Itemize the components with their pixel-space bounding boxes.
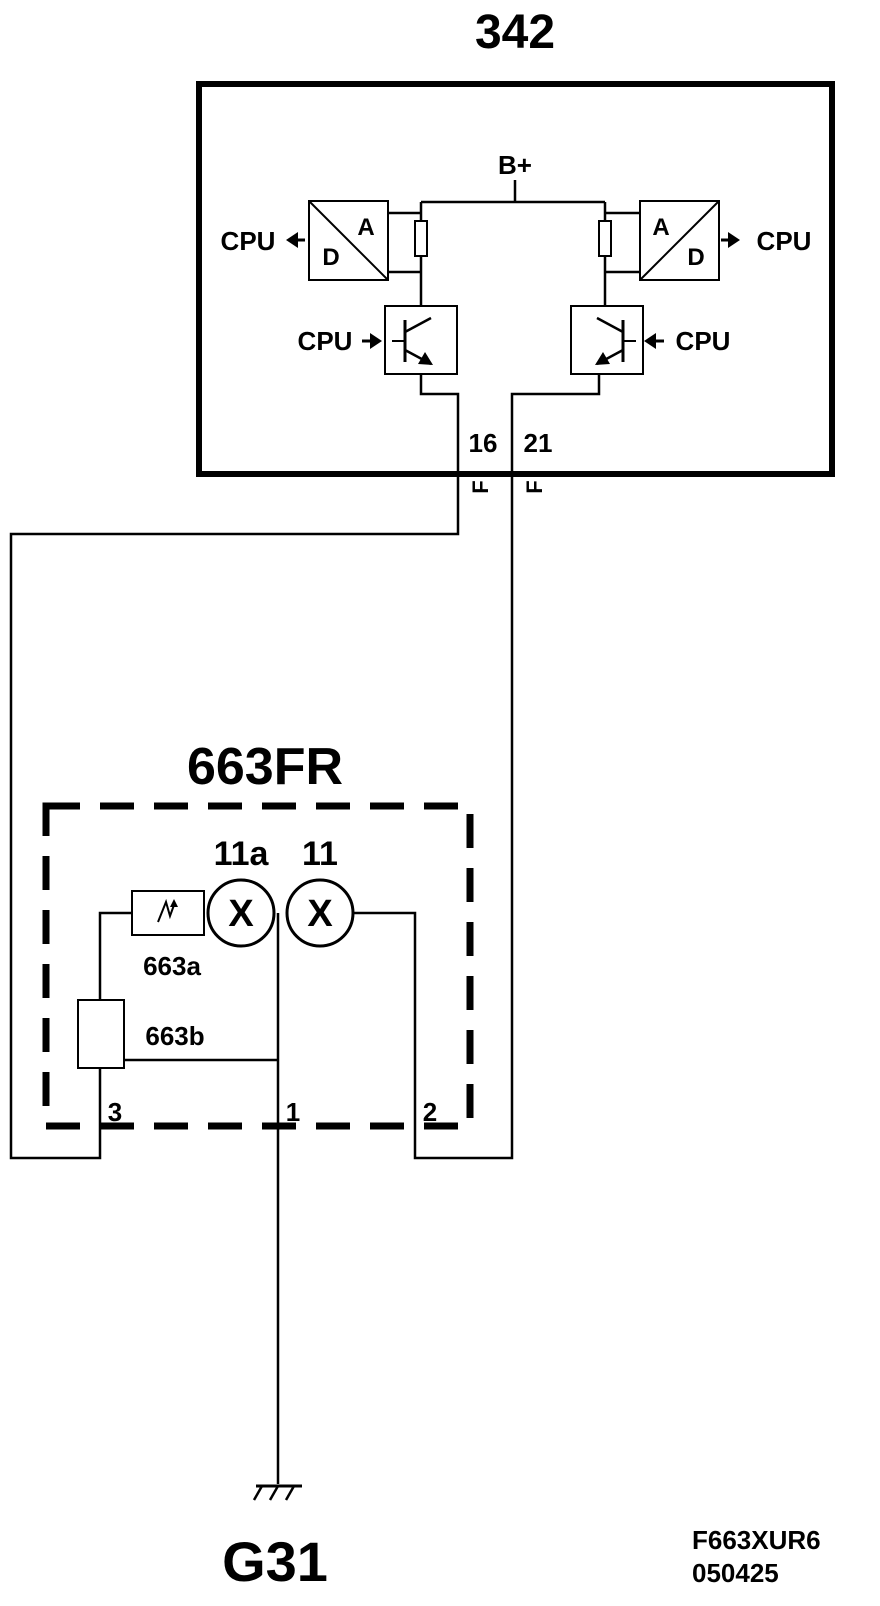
arrow-left-icon [286, 232, 305, 248]
wire-pin16-to-pin3 [9, 474, 460, 1160]
pin-1-label: 1 [286, 1097, 300, 1127]
adc-right: A D [639, 200, 720, 281]
adc-left: A D [308, 200, 389, 281]
pin-2-label: 2 [423, 1097, 437, 1127]
footer-code: F663XUR6 [692, 1525, 821, 1555]
lamp-11-label: 11 [302, 835, 338, 873]
pin-16-marker: F [468, 480, 493, 493]
adc-left-input-letter: A [357, 214, 374, 241]
footer-date: 050425 [692, 1558, 779, 1588]
module-342-frame [196, 81, 835, 477]
lamp-11-icon: X [285, 878, 355, 948]
cpu-label-transistor-left: CPU [298, 326, 353, 356]
adc-left-output-letter: D [322, 244, 339, 271]
pin-21-marker: F [522, 480, 547, 493]
adc-right-input-letter: A [652, 214, 669, 241]
pin-3-label: 3 [108, 1097, 122, 1127]
pin-16-label: 16 [469, 428, 498, 458]
module-663FR-frame [42, 802, 474, 1130]
module-663FR-internal-wires [98, 911, 417, 1484]
wire-pin21-to-pin2 [413, 474, 514, 1160]
ground-icon [252, 1484, 302, 1501]
cpu-label-transistor-right: CPU [676, 326, 731, 356]
supply-rail [421, 180, 605, 204]
right-branch-wires [603, 202, 640, 306]
transistor-left-icon [384, 305, 458, 375]
resistor-left [414, 220, 428, 257]
cpu-label-adc-right: CPU [757, 226, 812, 256]
supply-label: B+ [498, 150, 532, 180]
transistor-right-icon [570, 305, 644, 375]
arrow-right-icon [362, 333, 382, 349]
arrow-left-icon [644, 333, 664, 349]
ground-label: G31 [222, 1530, 328, 1593]
module-342-title: 342 [475, 6, 555, 59]
component-663b [77, 999, 125, 1069]
lamp-11a-icon: X [206, 878, 276, 948]
lamp-11-symbol: X [307, 893, 333, 935]
lamp-11a-symbol: X [228, 893, 254, 935]
lamp-11a-label: 11a [214, 835, 270, 873]
arrow-right-icon [721, 232, 740, 248]
component-663a [131, 890, 205, 936]
component-663b-label: 663b [145, 1021, 204, 1051]
pin-21-label: 21 [524, 428, 553, 458]
component-663a-label: 663a [143, 951, 201, 981]
module-663FR-title: 663FR [187, 738, 343, 796]
cpu-label-adc-left: CPU [221, 226, 276, 256]
output-wires [419, 374, 601, 474]
left-branch-wires [381, 202, 423, 306]
adc-right-output-letter: D [687, 244, 704, 271]
resistor-right [598, 220, 612, 257]
